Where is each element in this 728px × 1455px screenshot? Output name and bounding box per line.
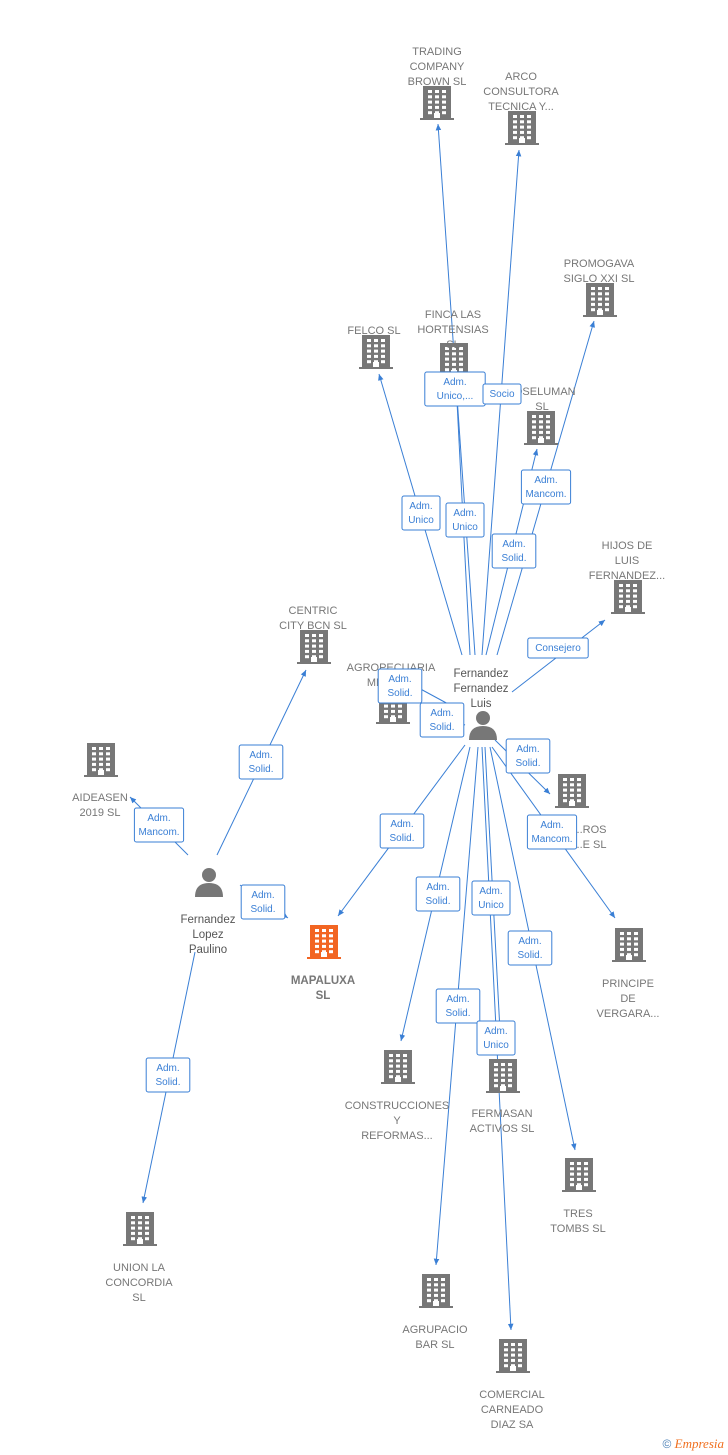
edges-layer: [129, 123, 616, 1331]
building-icon-pros[interactable]: [555, 774, 589, 808]
building-icon-principe[interactable]: [612, 928, 646, 962]
role-label: Adm.Solid.: [429, 708, 454, 733]
role-label: Adm.Solid.: [515, 744, 540, 769]
role-label: Adm.Solid.: [155, 1063, 180, 1088]
person-icon-paulino[interactable]: [195, 868, 223, 897]
role-label: Socio: [489, 389, 514, 400]
building-icon-finca[interactable]: [437, 343, 471, 377]
building-icon-fermasan[interactable]: [486, 1059, 520, 1093]
role-label: Adm.Unico: [483, 1026, 509, 1051]
building-icon-felco[interactable]: [359, 335, 393, 369]
building-icon-centric[interactable]: [297, 630, 331, 664]
role-badge-mapaluxa[interactable]: Adm.Solid.: [240, 884, 286, 920]
role-label: Adm.Solid.: [387, 674, 412, 699]
role-badge-agropecuaria[interactable]: Adm.Solid.: [377, 668, 423, 704]
role-label: Adm.Solid.: [250, 890, 275, 915]
building-icon-hijos[interactable]: [611, 580, 645, 614]
role-badge-mapaluxa[interactable]: Adm.Solid.: [379, 813, 425, 849]
roles-layer: Adm.Unico,...SocioAdm.Mancom.Adm.UnicoAd…: [133, 371, 589, 1093]
building-icon-aideasen[interactable]: [84, 743, 118, 777]
role-badge-agropecuaria[interactable]: Adm.Solid.: [419, 702, 465, 738]
building-icon-trading[interactable]: [420, 86, 454, 120]
building-icon-comercial[interactable]: [496, 1339, 530, 1373]
role-label: Adm.Solid.: [425, 882, 450, 907]
role-label: Consejero: [535, 643, 581, 654]
role-label: Adm.Mancom.: [138, 813, 179, 838]
role-badge-finca[interactable]: Adm.Unico: [445, 502, 485, 538]
role-badge-trading[interactable]: Adm.Unico,...: [424, 371, 486, 407]
role-badge-pros[interactable]: Adm.Solid.: [505, 738, 551, 774]
role-badge-fermasan[interactable]: Adm.Unico: [471, 880, 511, 916]
building-icon-union[interactable]: [123, 1212, 157, 1246]
role-badge-joseluman[interactable]: Adm.Solid.: [491, 533, 537, 569]
brand-name: Empresia: [674, 1436, 724, 1451]
role-label: Adm.Unico: [408, 501, 434, 526]
role-label: Adm.Unico,...: [437, 377, 474, 402]
role-badge-comercial[interactable]: Adm.Unico: [476, 1020, 516, 1056]
role-label: Adm.Solid.: [445, 994, 470, 1019]
role-label: Adm.Unico: [452, 508, 478, 533]
role-label: Adm.Solid.: [517, 936, 542, 961]
role-badge-aideasen[interactable]: Adm.Mancom.: [133, 807, 185, 843]
role-badge-felco[interactable]: Adm.Unico: [401, 495, 441, 531]
role-badge-tres[interactable]: Adm.Solid.: [507, 930, 553, 966]
building-icon-construcciones[interactable]: [381, 1050, 415, 1084]
role-badge-hijos[interactable]: Consejero: [527, 637, 589, 659]
building-icon-promogava[interactable]: [583, 283, 617, 317]
building-icon-agrupacio[interactable]: [419, 1274, 453, 1308]
role-badge-agrupacio[interactable]: Adm.Solid.: [435, 988, 481, 1024]
building-icon-joseluman[interactable]: [524, 411, 558, 445]
building-icon-mapaluxa[interactable]: [307, 925, 341, 959]
role-badge-centric[interactable]: Adm.Solid.: [238, 744, 284, 780]
person-icon-luis[interactable]: [469, 711, 497, 740]
role-label: Adm.Solid.: [389, 819, 414, 844]
role-badge-promogava[interactable]: Adm.Mancom.: [520, 469, 572, 505]
company-label-pros: ...ROS...E SL: [573, 824, 606, 851]
footer-brand[interactable]: © Empresia: [662, 1436, 724, 1452]
role-badge-arco[interactable]: Socio: [482, 383, 522, 405]
role-label: Adm.Solid.: [501, 539, 526, 564]
role-label: Adm.Mancom.: [531, 820, 572, 845]
role-label: Adm.Mancom.: [525, 475, 566, 500]
role-badge-construcciones[interactable]: Adm.Solid.: [415, 876, 461, 912]
company-label-felco: FELCO SL: [347, 325, 400, 337]
role-badge-union[interactable]: Adm.Solid.: [145, 1057, 191, 1093]
role-label: Adm.Unico: [478, 886, 504, 911]
role-badge-principe[interactable]: Adm.Mancom.: [526, 814, 578, 850]
building-icon-tres[interactable]: [562, 1158, 596, 1192]
role-label: Adm.Solid.: [248, 750, 273, 775]
building-icon-arco[interactable]: [505, 111, 539, 145]
copyright-symbol: ©: [662, 1437, 672, 1451]
